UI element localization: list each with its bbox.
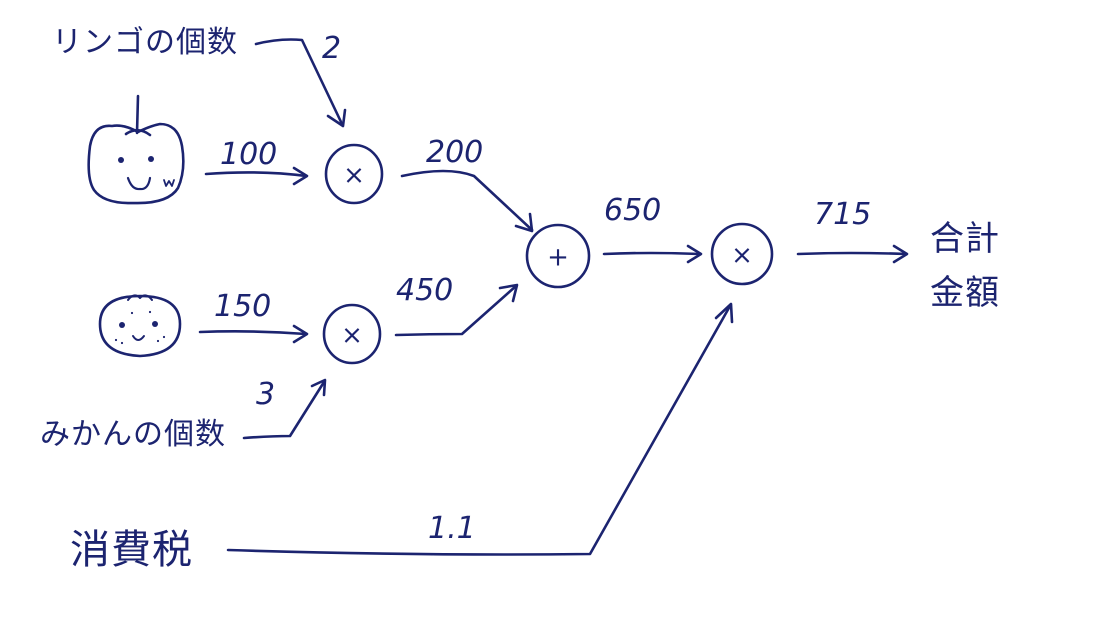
orange-count-arrow xyxy=(242,378,327,440)
add-node xyxy=(525,223,591,289)
orange-price-arrow xyxy=(198,324,309,344)
total-label-line2: 金額 xyxy=(930,273,1000,313)
orange-count-label: みかんの個数 xyxy=(40,417,226,452)
multiply-node-apple xyxy=(324,143,384,205)
apple-icon xyxy=(87,94,185,205)
apple-price-arrow xyxy=(204,166,309,186)
orange-icon xyxy=(98,294,182,358)
multiply-node-orange xyxy=(322,303,382,365)
orange-qty-value: 3 xyxy=(256,377,276,412)
total-value: 715 xyxy=(814,197,872,232)
sum-arrow xyxy=(602,244,703,264)
multiply-node-tax xyxy=(710,222,774,286)
total-label-line1: 合計 xyxy=(930,219,1000,259)
apple-count-label: リンゴの個数 xyxy=(52,25,238,60)
multiply-symbol: × xyxy=(341,320,363,351)
total-arrow xyxy=(796,244,909,264)
orange-subtotal-value: 450 xyxy=(396,273,454,308)
apple-subtotal-value: 200 xyxy=(426,135,484,170)
tax-arrow xyxy=(226,302,734,556)
apple-subtotal-arrow xyxy=(400,169,534,233)
add-symbol: + xyxy=(547,242,569,273)
orange-price-value: 150 xyxy=(214,289,272,324)
apple-qty-value: 2 xyxy=(322,31,342,66)
apple-count-arrow xyxy=(254,38,347,128)
sum-value: 650 xyxy=(604,193,662,228)
multiply-symbol: × xyxy=(343,160,365,191)
multiply-symbol: × xyxy=(731,240,753,271)
tax-rate-value: 1.1 xyxy=(428,511,476,546)
apple-price-value: 100 xyxy=(220,137,278,172)
orange-subtotal-arrow xyxy=(394,283,519,337)
tax-label: 消費税 xyxy=(70,527,193,573)
